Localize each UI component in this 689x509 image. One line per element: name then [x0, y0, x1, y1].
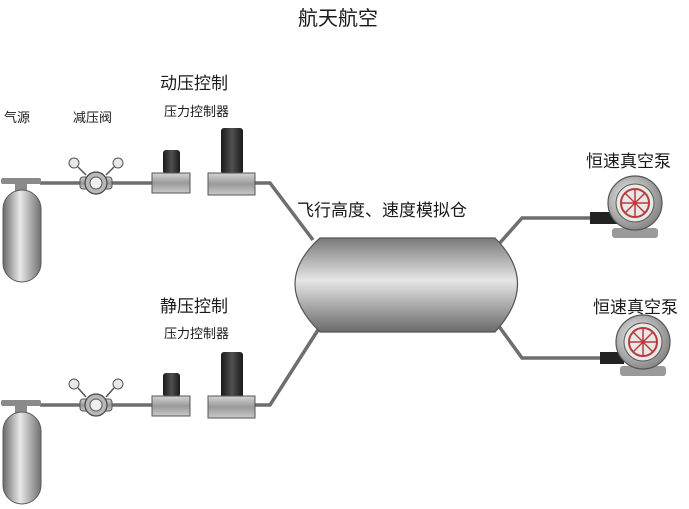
pipe-top-controller-to-chamber — [255, 181, 315, 242]
vacuum-pump-bottom-icon — [600, 314, 671, 376]
reducer-valve-top-icon — [68, 157, 124, 195]
reducer-valve-bottom-icon — [68, 378, 124, 417]
pump-bottom-label: 恒速真空泵 — [593, 298, 678, 318]
gas-tank-top — [1, 178, 42, 283]
page-title: 航天航空 — [298, 6, 378, 30]
pressure-controller-bottom-large — [207, 352, 256, 419]
chamber-label: 飞行高度、速度模拟仓 — [297, 201, 467, 221]
reducer-valve-label: 减压阀 — [73, 111, 113, 126]
gas-tank-bottom — [1, 400, 42, 505]
pressure-controller-bottom-small — [151, 373, 191, 417]
pump-top-label: 恒速真空泵 — [586, 152, 671, 172]
dynamic-pressure-label: 动压控制 — [160, 74, 228, 94]
pipes — [40, 181, 604, 407]
pressure-controller-top-large — [207, 128, 256, 196]
simulation-chamber — [294, 237, 518, 333]
pressure-controller-top-small — [151, 150, 191, 194]
vacuum-pump-top-icon — [590, 175, 663, 238]
pipe-bottom-controller-to-chamber — [255, 329, 320, 407]
pipe-chamber-to-bottom-pump — [496, 323, 604, 360]
gas-source-label: 气源 — [4, 111, 31, 126]
pipe-chamber-to-top-pump — [496, 216, 596, 247]
static-pressure-label: 静压控制 — [160, 297, 228, 317]
controller-bottom-label: 压力控制器 — [164, 327, 230, 342]
controller-top-label: 压力控制器 — [164, 105, 230, 120]
